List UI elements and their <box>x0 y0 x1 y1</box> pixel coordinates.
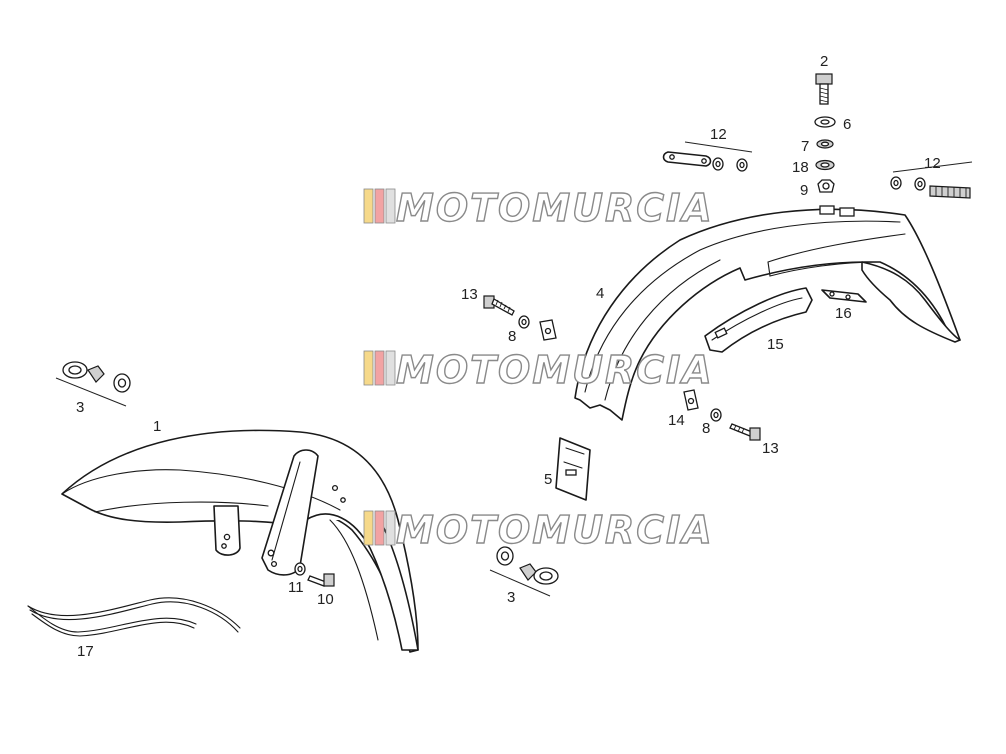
washer-8-lower <box>710 408 722 422</box>
watermark-text-middle: MOTOMURCIA <box>396 348 714 392</box>
watermark-middle: MOTOMURCIA <box>363 347 714 393</box>
callout-9: 9 <box>800 182 808 199</box>
callout-7: 7 <box>801 138 809 155</box>
callout-3-lower: 3 <box>507 589 515 606</box>
callout-15: 15 <box>767 336 784 353</box>
rear-mudguard <box>574 205 961 421</box>
callout-11: 11 <box>288 579 304 596</box>
inner-liner <box>704 287 813 353</box>
washer-6 <box>814 116 836 128</box>
callout-5: 5 <box>544 471 552 488</box>
watermark-top: MOTOMURCIA <box>363 185 714 231</box>
speed-nut-14 <box>683 389 699 411</box>
callout-17: 17 <box>77 643 94 660</box>
watermark-bottom: MOTOMURCIA <box>363 507 714 553</box>
callout-labels: 1 2 3 3 4 5 6 7 8 8 9 10 11 12 12 13 13 … <box>76 53 941 660</box>
reflector-plate <box>555 437 591 501</box>
callout-3-left: 3 <box>76 399 84 416</box>
callout-4: 4 <box>596 285 604 302</box>
callout-1: 1 <box>153 418 161 435</box>
washer-11 <box>294 562 306 576</box>
callout-10: 10 <box>317 591 334 608</box>
grommet-3-lower <box>489 546 559 597</box>
spring-washer-7 <box>816 139 834 149</box>
bolt-13-lower <box>729 423 761 441</box>
callout-18: 18 <box>792 159 809 176</box>
bolt-2 <box>815 73 833 105</box>
callout-6: 6 <box>843 116 851 133</box>
watermark-text-top: MOTOMURCIA <box>396 186 714 230</box>
callout-16: 16 <box>835 305 852 322</box>
callout-14: 14 <box>668 412 685 429</box>
leader-12-left <box>684 141 753 153</box>
clip-plate <box>821 289 867 303</box>
grommet-3-left <box>55 361 131 407</box>
speed-nut-upper <box>539 319 557 341</box>
washer-8-upper <box>518 315 530 329</box>
bolt-10 <box>307 573 335 587</box>
callout-8-lower: 8 <box>702 420 710 437</box>
watermark-text-bottom: MOTOMURCIA <box>396 508 714 552</box>
bolt-13-upper <box>483 295 515 316</box>
cable <box>27 597 241 637</box>
bracket-12-left <box>662 151 748 172</box>
callout-2: 2 <box>820 53 828 70</box>
washer-18 <box>815 159 835 171</box>
nut-9 <box>817 179 835 193</box>
callout-8-upper: 8 <box>508 328 516 345</box>
callout-13-upper: 13 <box>461 286 478 303</box>
callout-12-right: 12 <box>924 155 941 172</box>
callout-12-left: 12 <box>710 126 727 143</box>
front-mudguard <box>61 429 419 653</box>
bracket-12-right <box>890 176 971 199</box>
callout-13-lower: 13 <box>762 440 779 457</box>
leader-12-right <box>892 161 973 173</box>
